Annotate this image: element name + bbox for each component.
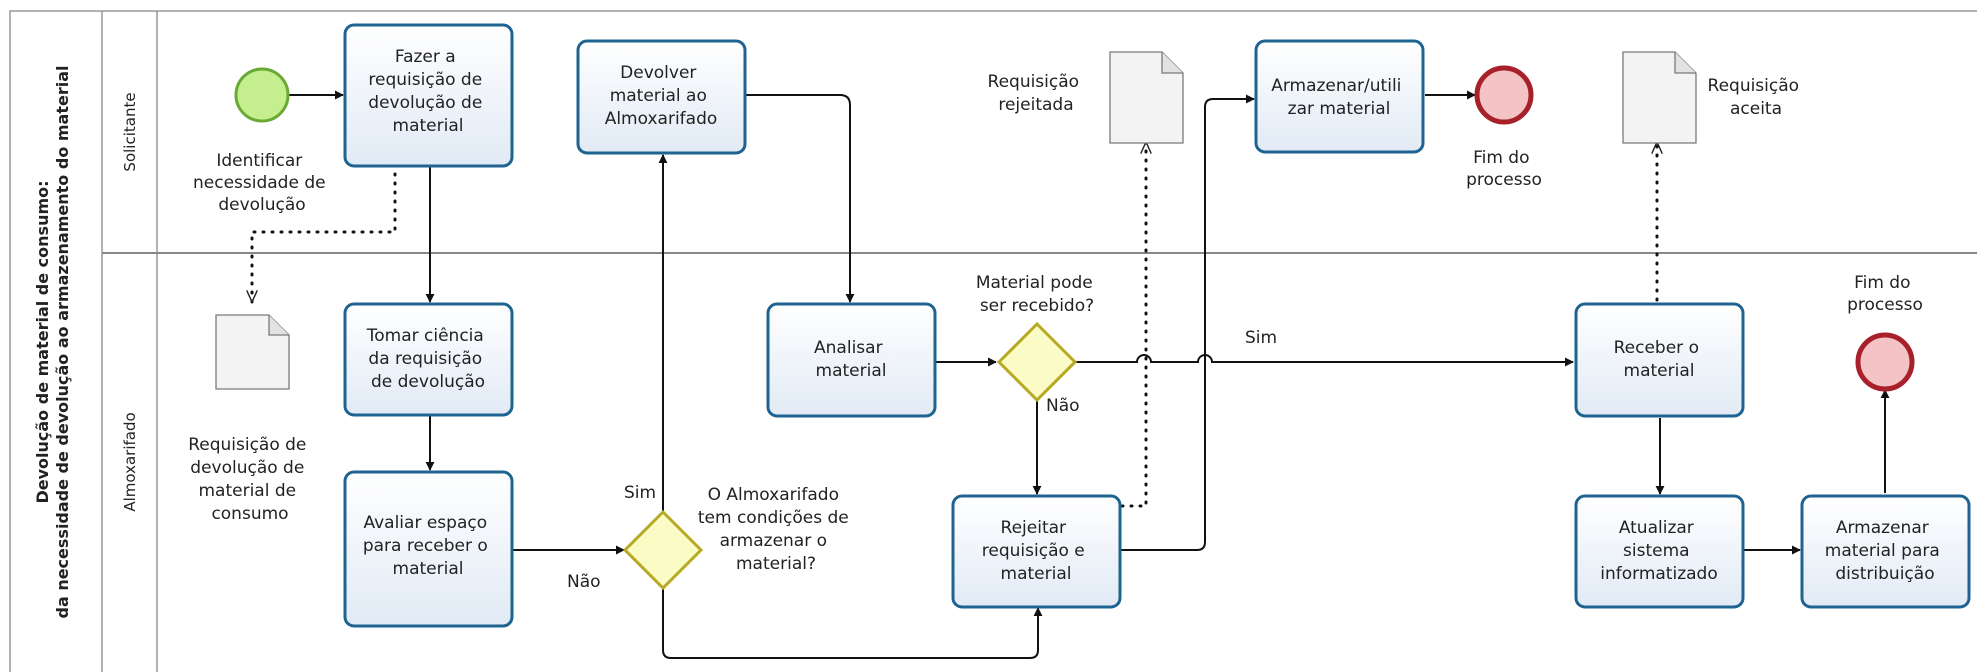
document-requisicao-rejeitada-label: Requisição rejeitada [988,72,1085,115]
flow-label-sim-recebido: Sim [1245,328,1277,348]
flow-devolver-to-analisar [745,94,855,303]
end-event-top: Fim do processo [1466,65,1542,190]
flow-label-nao-recebido: Não [1046,396,1080,416]
document-requisicao-aceita-label: Requisição aceita [1708,76,1805,119]
document-requisicao-devolucao-label: Requisição de devolução de material de c… [188,435,312,524]
assoc-rejeitar-to-doc [1120,140,1146,508]
flow-gateway-nao-to-rejeitar [662,588,1043,659]
task-armazenar-utilizar-label: Armazenar/utili zar material [1271,76,1407,119]
document-requisicao-aceita: Requisição aceita [1622,51,1805,144]
task-rejeitar-requisicao-label: Rejeitar requisição e material [982,518,1090,584]
task-tomar-ciencia[interactable]: Tomar ciência da requisição de devolução [343,302,514,417]
gateway-recebido[interactable]: Material pode ser recebido? [976,273,1098,403]
document-requisicao-devolucao: Requisição de devolução de material de c… [188,314,312,524]
task-rejeitar-requisicao[interactable]: Rejeitar requisição e material [951,494,1122,609]
task-fazer-requisicao-label: Fazer a requisição de devolução de mater… [368,47,487,136]
task-avaliar-espaco[interactable]: Avaliar espaço para receber o material [343,470,514,628]
start-event: Identificar necessidade de devolução [193,67,331,215]
task-atualizar-sistema[interactable]: Atualizar sistema informatizado [1574,494,1745,609]
task-devolver-material[interactable]: Devolver material ao Almoxarifado [576,39,747,155]
task-armazenar-utilizar[interactable]: Armazenar/utili zar material [1254,39,1425,154]
gateway-condicoes[interactable]: O Almoxarifado tem condições de armazena… [622,485,854,591]
flow-label-nao-condicoes: Não [567,572,601,592]
assoc-fazer-to-doc [252,163,397,304]
flow-label-sim-condicoes: Sim [624,483,656,503]
lane-label-solicitante: Solicitante [121,92,139,171]
task-avaliar-espaco-label: Avaliar espaço para receber o material [363,513,493,579]
task-analisar-material-label: Analisar material [814,338,888,381]
end-event-bottom-label: Fim do processo [1847,273,1923,315]
pool-title-line2: da necessidade de devolução ao armazenam… [53,65,72,618]
task-fazer-requisicao[interactable]: Fazer a requisição de devolução de mater… [343,23,514,168]
task-analisar-material[interactable]: Analisar material [766,302,937,418]
pool-title-line1: Devolução de material de consumo: [33,180,52,503]
start-event-label: Identificar necessidade de devolução [193,151,331,215]
end-event-bottom: Fim do processo [1847,273,1923,392]
task-atualizar-sistema-label: Atualizar sistema informatizado [1600,518,1717,584]
task-receber-material-label: Receber o material [1614,338,1705,381]
flow-labels: Sim Não Sim Não [567,328,1277,592]
end-event-top-label: Fim do processo [1466,148,1542,190]
flow-rejeitar-to-armazenar [1120,94,1255,551]
document-icon [1622,51,1697,144]
document-requisicao-rejeitada: Requisição rejeitada [988,51,1184,144]
lane-label-almoxarifado: Almoxarifado [121,412,139,511]
sequence-flows [288,90,1890,659]
task-tomar-ciencia-label: Tomar ciência da requisição de devolução [366,326,489,392]
gateway-recebido-label: Material pode ser recebido? [976,273,1098,316]
gateway-condicoes-label: O Almoxarifado tem condições de armazena… [698,485,854,574]
document-icon [1109,51,1184,144]
flow-gateway-sim-to-receber [1075,354,1574,367]
task-armazenar-distribuicao-label: Armazenar material para distribuição [1825,518,1945,584]
task-armazenar-distribuicao[interactable]: Armazenar material para distribuição [1800,494,1971,609]
data-associations [252,140,1657,508]
task-receber-material[interactable]: Receber o material [1574,302,1745,418]
task-devolver-material-label: Devolver material ao Almoxarifado [605,63,718,129]
